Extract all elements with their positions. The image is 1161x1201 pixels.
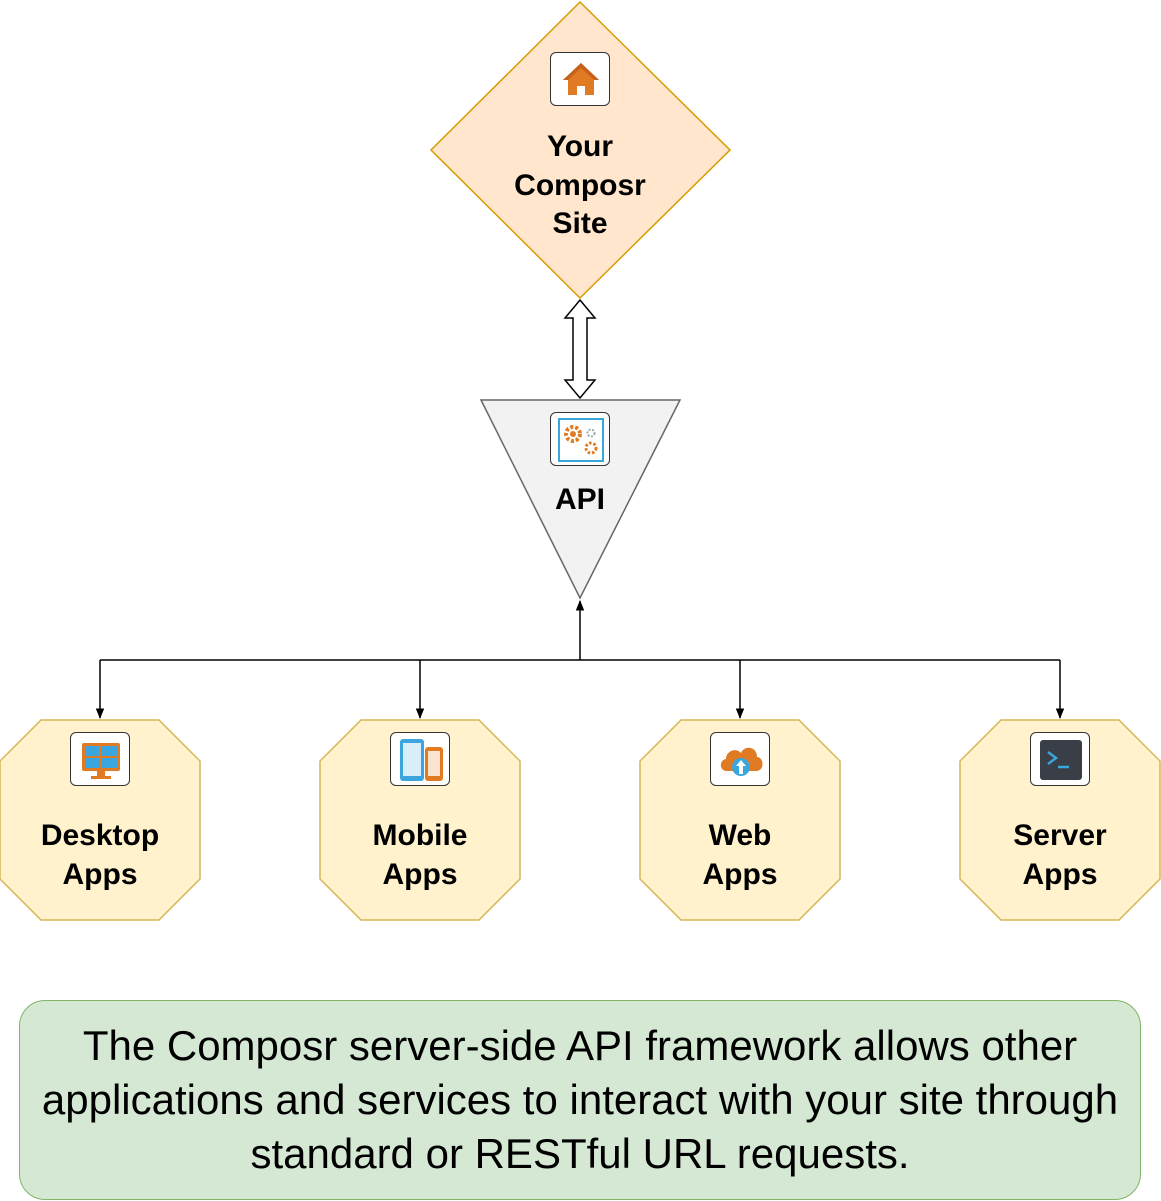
client-connectors [95,599,1065,720]
mobile-label-line-2: Apps [382,858,458,891]
mobile-label: Mobile Apps [320,816,520,894]
home-icon [550,52,610,106]
gears-icon [550,412,610,466]
web-label: Web Apps [640,816,840,894]
site-api-bidirectional-arrow [563,298,597,400]
terminal-icon [1030,732,1090,786]
server-label: Server Apps [960,816,1160,894]
desktop-label-line-2: Apps [62,858,138,891]
site-label-line-2: Composr [514,168,646,202]
mobile-icon [390,732,450,786]
desktop-label: Desktop Apps [0,816,200,894]
desktop-icon [70,732,130,786]
web-label-line-2: Apps [702,858,778,891]
server-octagon-shape [959,719,1161,921]
site-diamond-shape [429,0,732,300]
api-triangle-shape [479,399,682,600]
site-label: Your Composr Site [480,128,680,244]
api-label: API [554,483,605,516]
caption-box: The Composr server-side API framework al… [19,1000,1141,1200]
site-label-line-1: Your [546,130,614,163]
server-label-line-1: Server [1013,819,1107,852]
web-octagon-shape [639,719,841,921]
mobile-octagon-shape [319,719,521,921]
web-label-line-1: Web [708,819,772,852]
desktop-octagon-shape [0,719,201,921]
site-label-line-3: Site [552,207,608,240]
caption-text: The Composr server-side API framework al… [41,1022,1119,1177]
desktop-label-line-1: Desktop [40,819,160,852]
mobile-label-line-1: Mobile [372,819,468,852]
cloud-upload-icon [710,732,770,786]
server-label-line-2: Apps [1022,858,1098,891]
